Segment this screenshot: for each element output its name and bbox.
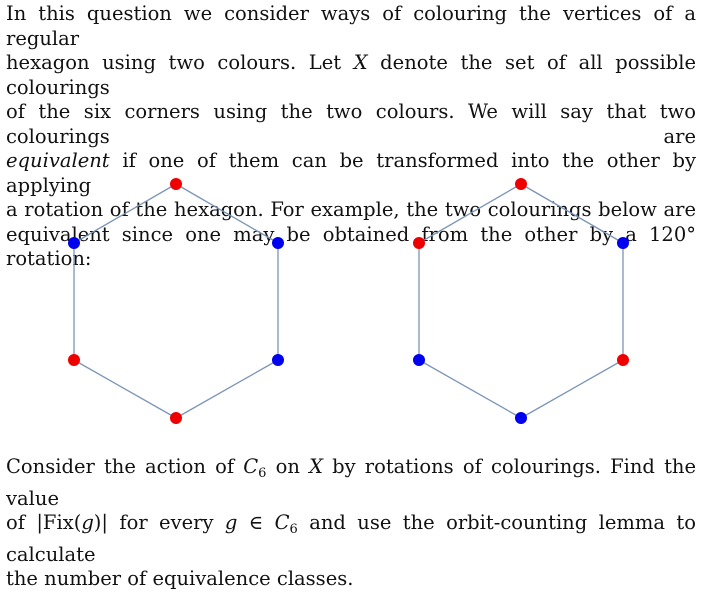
question-line-2: of |Fix(g)| for every g ∈ C6 and use the… (6, 511, 696, 567)
question-line-3: the number of equivalence classes. (6, 567, 354, 590)
element-symbol: g (81, 511, 94, 534)
emphasis-term: equivalent (6, 149, 110, 172)
intro-line-2: hexagon using two colours. Let X denote … (6, 51, 696, 100)
vertex-lower-right-blue (272, 354, 284, 366)
intro-text: if one of them can be transformed into t… (6, 149, 696, 197)
intro-text: hexagon using two colours. Let (6, 51, 354, 74)
hexagon-edge (418, 183, 522, 244)
intro-paragraph: In this question we consider ways of col… (6, 2, 696, 272)
vertex-upper-right-blue (617, 237, 629, 249)
hexagon-edge (418, 359, 522, 419)
intro-line-4: equivalent if one of them can be transfo… (6, 149, 696, 198)
group-symbol: C (274, 511, 290, 534)
question-text: of |Fix( (6, 511, 82, 534)
hexagon-edge (175, 183, 279, 244)
question-line-1: Consider the action of C6 on X by rotati… (6, 455, 696, 511)
intro-line-5: a rotation of the hexagon. For example, … (6, 198, 696, 221)
group-subscript: 6 (289, 522, 298, 537)
vertex-bottom-red (170, 412, 182, 424)
set-symbol: X (353, 51, 368, 74)
vertex-lower-left-red (68, 354, 80, 366)
hexagon-edge (520, 359, 624, 419)
hexagon-edge (175, 359, 279, 419)
question-paragraph: Consider the action of C6 on X by rotati… (6, 455, 696, 592)
vertex-lower-left-blue (413, 354, 425, 366)
hexagon-left (68, 178, 284, 424)
set-symbol: X (309, 455, 323, 478)
question-text: Consider the action of (6, 455, 244, 478)
intro-text: denote the set of all possible colouring… (6, 51, 697, 99)
hexagon-right (413, 178, 629, 424)
vertex-upper-right-blue (272, 237, 284, 249)
question-text: on (266, 455, 310, 478)
member-of-symbol: ∈ (237, 511, 275, 534)
vertex-bottom-blue (515, 412, 527, 424)
hexagon-edge (73, 183, 177, 244)
question-text: )| for every (93, 511, 225, 534)
hexagon-edge (520, 183, 624, 244)
vertex-top-red (170, 178, 182, 190)
intro-line-6: equivalent since one may be obtained fro… (6, 222, 696, 271)
vertex-lower-right-red (617, 354, 629, 366)
vertex-upper-left-blue (68, 237, 80, 249)
intro-line-3: of the six corners using the two colours… (6, 100, 696, 148)
hexagon-figure (68, 178, 629, 424)
hexagon-edge (73, 359, 177, 419)
vertex-upper-left-red (413, 237, 425, 249)
element-symbol: g (224, 511, 238, 534)
group-symbol: C (243, 455, 259, 478)
vertex-top-red (515, 178, 527, 190)
group-subscript: 6 (258, 466, 267, 481)
intro-line-1: In this question we consider ways of col… (6, 2, 696, 50)
question-text: by rotations of colourings. Find the val… (6, 455, 697, 510)
